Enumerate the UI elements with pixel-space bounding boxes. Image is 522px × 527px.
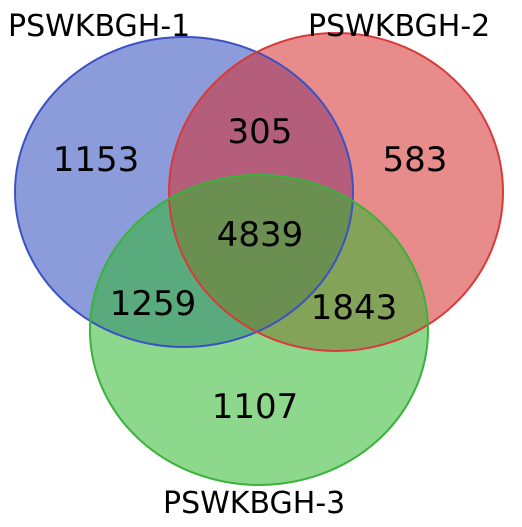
set-b-label: PSWKBGH-2 xyxy=(308,9,490,44)
set-a-label: PSWKBGH-1 xyxy=(8,9,190,44)
region-abc-count: 4839 xyxy=(217,215,304,255)
set-b-outline xyxy=(168,32,504,352)
set-c-outline xyxy=(89,174,429,486)
set-a-outline xyxy=(14,36,354,348)
region-a-only-count: 1153 xyxy=(53,140,140,180)
region-bc-count: 1843 xyxy=(311,288,398,328)
region-ab-count: 305 xyxy=(228,112,293,152)
region-b-only-count: 583 xyxy=(383,140,448,180)
region-c-only-count: 1107 xyxy=(212,387,299,427)
set-c-label: PSWKBGH-3 xyxy=(163,486,345,521)
region-ac-count: 1259 xyxy=(110,284,197,324)
